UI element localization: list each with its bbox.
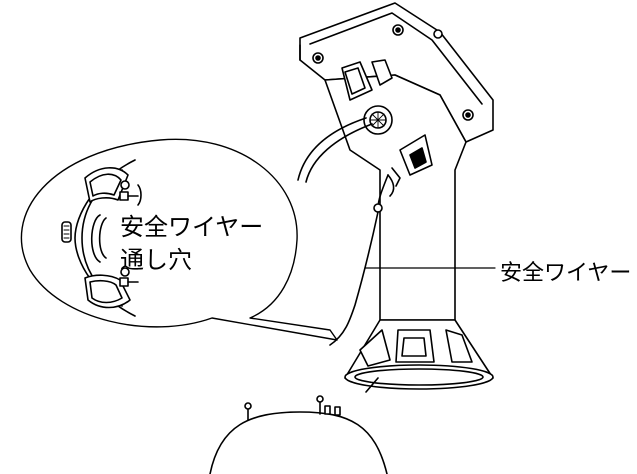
wire-hole-label-line2: 通し穴 bbox=[120, 246, 192, 274]
wire-hole-label-line1: 安全ワイヤー bbox=[120, 213, 264, 241]
bracket-arm bbox=[325, 60, 466, 320]
zoom-detail bbox=[62, 160, 141, 316]
cable-grommet bbox=[364, 106, 392, 134]
cable bbox=[298, 118, 372, 182]
flange bbox=[345, 320, 493, 389]
wire-hole-icon bbox=[62, 222, 71, 242]
camera-housing bbox=[210, 378, 387, 474]
safety-wire-label: 安全ワイヤー bbox=[500, 261, 632, 286]
safety-wire bbox=[330, 168, 400, 345]
